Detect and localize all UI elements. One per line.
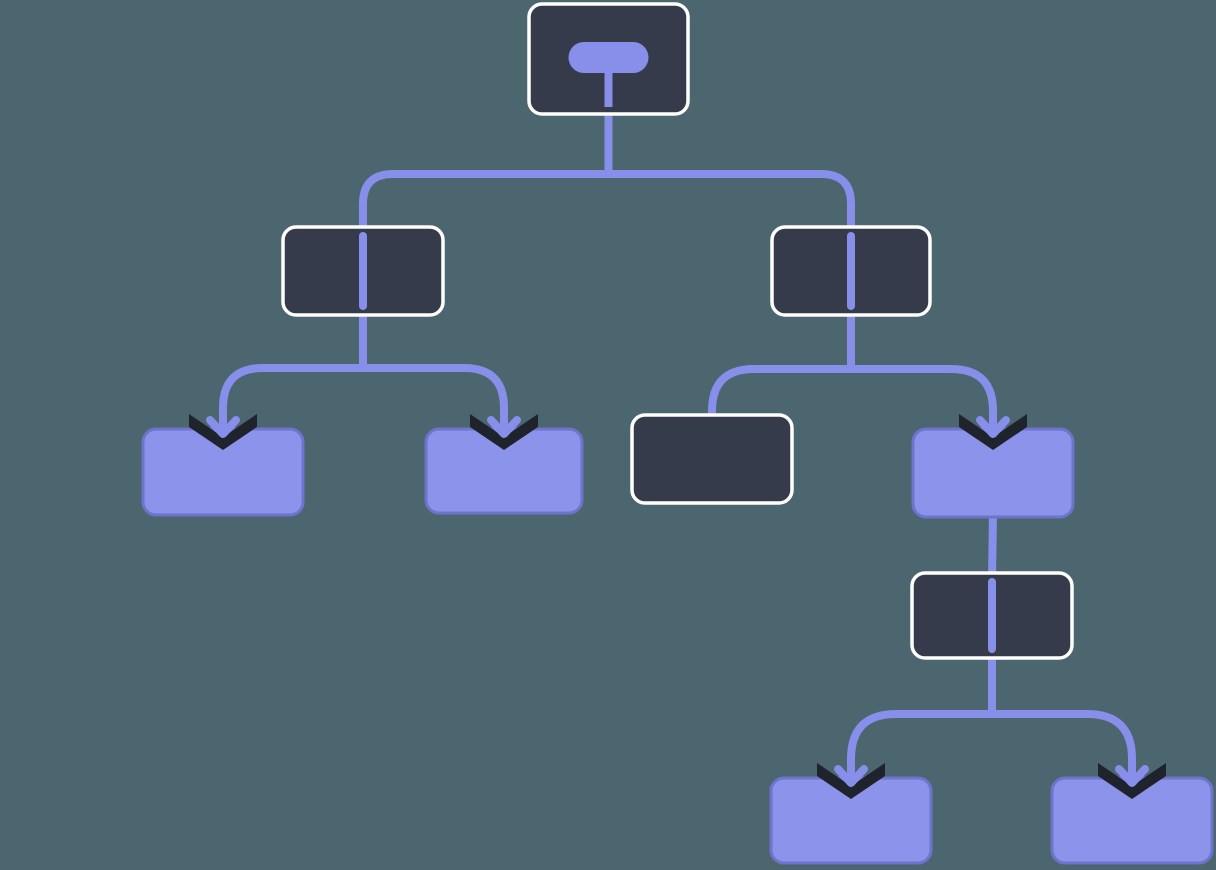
edge-root-branch-left bbox=[359, 170, 609, 233]
edge-branch-left-leaf-1 bbox=[219, 364, 363, 417]
drop-arrowhead-icon bbox=[834, 765, 868, 787]
drop-arrowhead-icon bbox=[206, 416, 240, 438]
drop-chevron-black-icon[interactable] bbox=[189, 414, 257, 450]
drop-chevron-black-icon[interactable] bbox=[817, 763, 885, 799]
edge-mid-purple-branch-bottom bbox=[988, 512, 997, 580]
drop-arrowhead-icon bbox=[487, 416, 521, 438]
drop-chevron-black-icon[interactable] bbox=[1098, 763, 1166, 799]
node-leaf-dark[interactable] bbox=[630, 413, 794, 505]
edge-branch-right-leaf-dark bbox=[708, 365, 851, 421]
edge-branch-left-leaf-2 bbox=[363, 364, 508, 417]
root-pill-icon bbox=[568, 42, 649, 73]
drop-arrowhead-icon bbox=[976, 416, 1010, 438]
edge-branch-bottom-leaf-4 bbox=[992, 710, 1136, 766]
edge-root-branch-right bbox=[608, 170, 855, 233]
drop-chevron-black-icon[interactable] bbox=[470, 414, 538, 450]
drop-chevron-black-icon[interactable] bbox=[959, 414, 1027, 450]
edge-branch-bottom-leaf-3 bbox=[847, 710, 992, 766]
drop-arrowhead-icon bbox=[1115, 765, 1149, 787]
edge-branch-right-mid-purple bbox=[851, 365, 997, 417]
